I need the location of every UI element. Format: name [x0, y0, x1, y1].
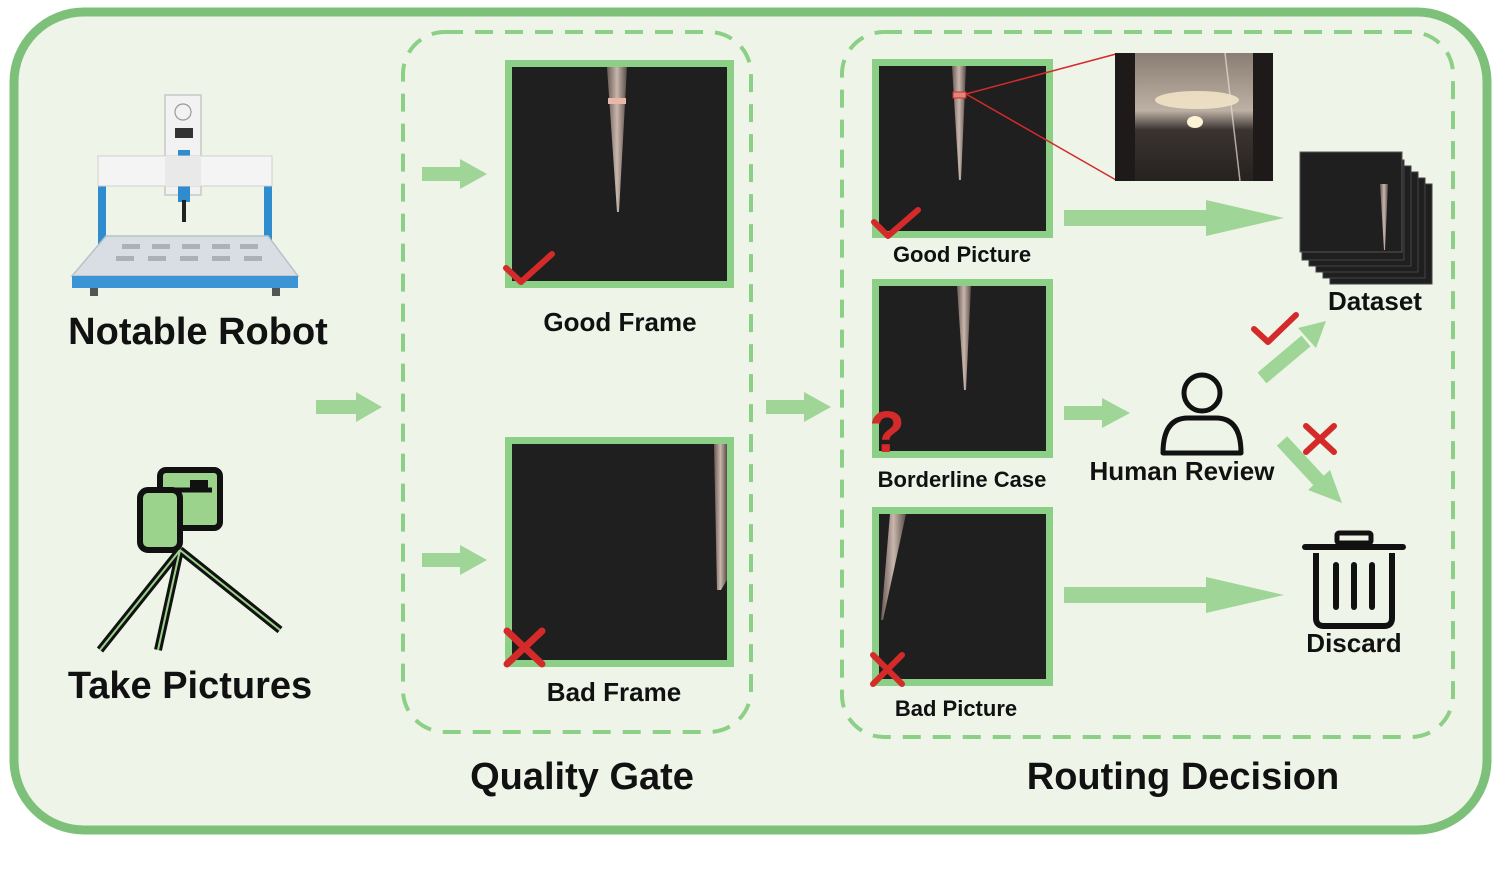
arrow-bad-to-discard [1064, 577, 1284, 613]
arrow-gate-to-routing [766, 392, 831, 422]
good-picture-image [872, 59, 1053, 238]
arrow-review-to-discard [1276, 436, 1342, 503]
zoom-detail-image [1115, 52, 1273, 182]
arrow-to-bad-frame [422, 545, 487, 575]
routing-decision-box [840, 30, 1455, 739]
trash-icon [1302, 530, 1406, 629]
good-frame-image [505, 60, 734, 288]
routing-decision-title: Routing Decision [1027, 756, 1339, 798]
arrow-borderline-to-review [1064, 398, 1130, 428]
bad-frame-image [505, 437, 734, 667]
good-picture-check-icon [871, 207, 921, 239]
review-reject-cross-icon [1303, 423, 1337, 455]
bad-picture-cross-icon [870, 652, 905, 687]
lab-robot-icon [70, 94, 300, 296]
image-stack-icon [1299, 151, 1433, 285]
person-icon [1160, 372, 1244, 456]
discard-label: Discard [1306, 628, 1401, 658]
borderline-label: Borderline Case [878, 467, 1047, 492]
bad-picture-label: Bad Picture [895, 696, 1017, 721]
arrow-good-to-dataset [1064, 200, 1284, 236]
quality-gate-box [401, 30, 753, 734]
good-picture-label: Good Picture [893, 242, 1031, 267]
robot-label: Notable Robot [68, 311, 328, 353]
human-review-label: Human Review [1090, 456, 1276, 486]
arrow-to-good-frame [422, 159, 487, 189]
bad-frame-label: Bad Frame [547, 677, 681, 707]
arrow-sources-to-gate [316, 392, 382, 422]
camera-label: Take Pictures [68, 665, 312, 707]
good-frame-label: Good Frame [543, 307, 696, 337]
dataset-label: Dataset [1328, 286, 1422, 316]
tripod-camera-icon [96, 467, 283, 653]
bad-frame-cross-icon [503, 627, 546, 668]
borderline-question-icon: ? [869, 400, 904, 465]
arrow-review-to-dataset [1257, 321, 1326, 384]
good-frame-check-icon [503, 251, 555, 285]
borderline-picture-image [872, 279, 1053, 458]
review-approve-check-icon [1251, 312, 1299, 345]
quality-gate-title: Quality Gate [470, 756, 694, 798]
zoom-connector-lines [965, 53, 1117, 181]
